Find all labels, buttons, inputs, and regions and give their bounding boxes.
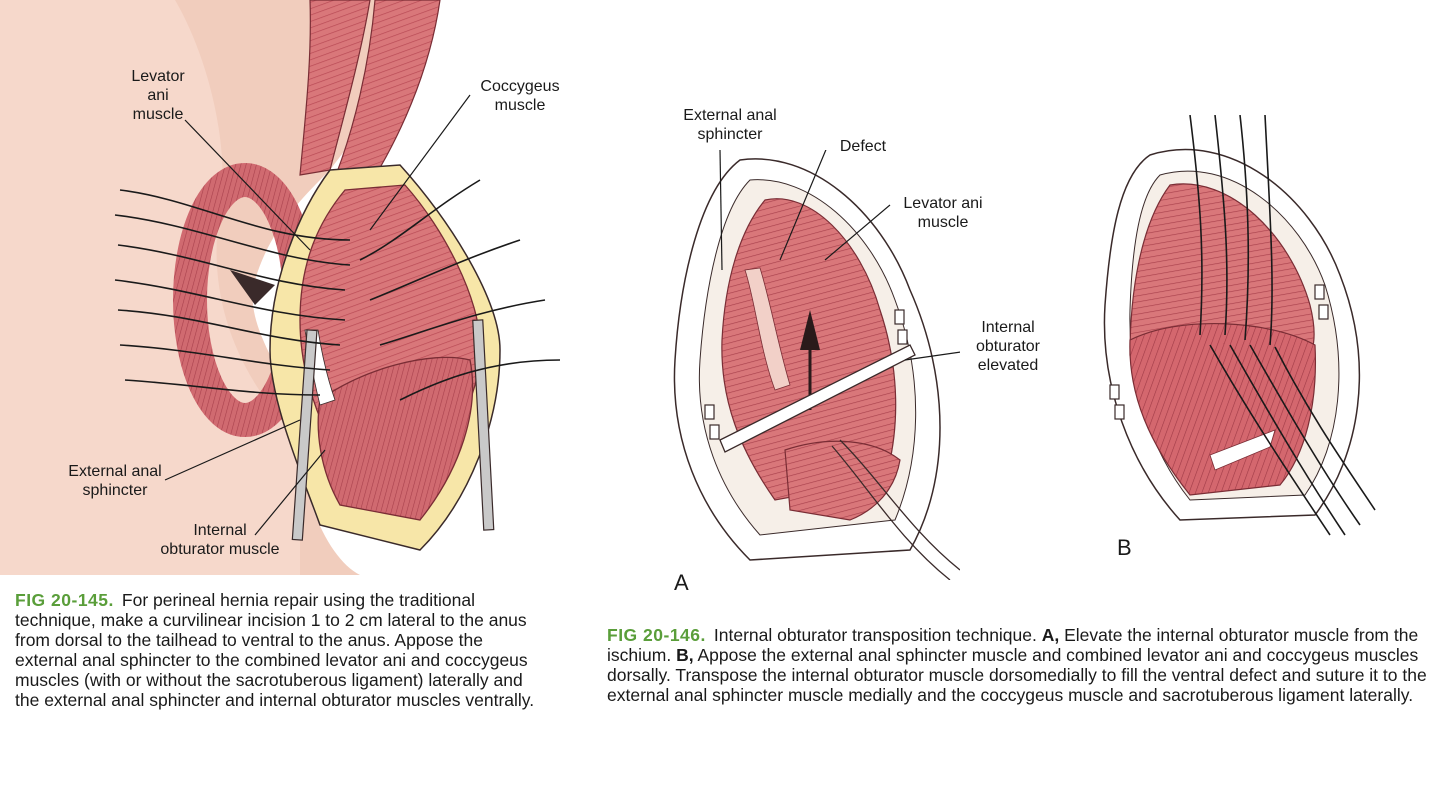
fig-145-label-external-sphincter: External anal sphincter <box>68 463 162 499</box>
fig-146-caption-part3: Appose the external anal sphincter muscl… <box>607 645 1427 705</box>
fig-146-label-internal-obturator: Internal obturator elevated <box>975 319 1041 374</box>
levator-coccygeus-b <box>1129 183 1315 356</box>
fig-146b-illustration <box>1103 115 1376 536</box>
fig-146-label-levator: Levator ani muscle <box>903 195 983 231</box>
fig-146-number: FIG 20-146. <box>607 625 706 645</box>
fig-146-caption: FIG 20-146. Internal obturator transposit… <box>607 625 1427 705</box>
fig-145-label-internal-obturator: Internal obturator muscle <box>160 522 280 558</box>
fig-146-panel-a-letter: A <box>674 570 689 595</box>
fig-146-caption-b-letter: B, <box>676 645 694 665</box>
fig-145-caption: FIG 20-145.For perineal hernia repair us… <box>15 590 535 710</box>
fig-145-label-levator: Levator ani muscle <box>131 68 185 123</box>
internal-obturator-muscle <box>317 356 474 521</box>
fig-145-label-coccygeus: Coccygeus muscle <box>480 78 560 114</box>
fig-146-caption-part2: Elevate the internal obturator muscle fr… <box>607 625 1419 665</box>
fig-146-caption-a-letter: A, <box>1041 625 1060 645</box>
fig-146-caption-part1: Internal obturator transposition techniq… <box>713 625 1037 645</box>
internal-obturator-a <box>784 440 901 521</box>
fig-146-label-defect: Defect <box>839 138 887 155</box>
fig-145-number: FIG 20-145. <box>15 590 114 610</box>
internal-obturator-transposed-b <box>1129 322 1317 496</box>
fig-146-label-external-sphincter: External anal sphincter <box>683 107 777 143</box>
elevator-instrument <box>719 344 916 453</box>
fig-146-panel-b-letter: B <box>1117 535 1132 560</box>
defect-region <box>744 267 791 391</box>
fig-145-caption-text: For perineal hernia repair using the tra… <box>15 590 535 710</box>
fig-145-illustration <box>0 0 561 575</box>
fig-146a-illustration <box>673 150 960 580</box>
